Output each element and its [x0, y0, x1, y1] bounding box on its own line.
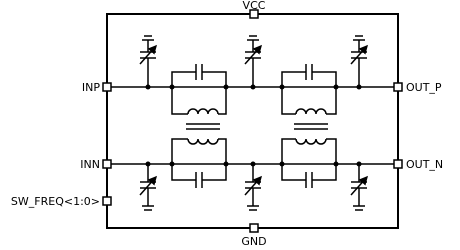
- out-n-pin: [393, 159, 403, 169]
- out-n-label: OUT_N: [406, 158, 443, 171]
- inn-pin: [102, 159, 112, 169]
- n-lc-section-1: [171, 138, 227, 188]
- inp-label: INP: [82, 81, 100, 94]
- inn-label: INN: [80, 158, 100, 171]
- n-varcap-2: [244, 164, 262, 211]
- gnd-label: GND: [241, 235, 266, 248]
- out-p-label: OUT_P: [406, 81, 442, 94]
- vcc-label: VCC: [243, 0, 266, 12]
- sw-freq-label: SW_FREQ<1:0>: [11, 195, 100, 208]
- p-varcap-2: [244, 35, 262, 87]
- p-varcap-3: [350, 35, 368, 87]
- out-p-pin: [393, 82, 403, 92]
- junction-dots: [145, 84, 362, 167]
- sw-freq-pin: [102, 196, 112, 206]
- p-lc-section-2: [281, 64, 337, 115]
- vcc-pin: [249, 9, 259, 19]
- gnd-pin: [249, 223, 259, 233]
- n-varcap-3: [350, 164, 368, 211]
- inp-pin: [102, 82, 112, 92]
- n-varcap-1: [139, 164, 157, 211]
- p-varcap-1: [139, 35, 157, 87]
- n-lc-section-2: [281, 138, 337, 188]
- p-lc-section-1: [171, 64, 227, 115]
